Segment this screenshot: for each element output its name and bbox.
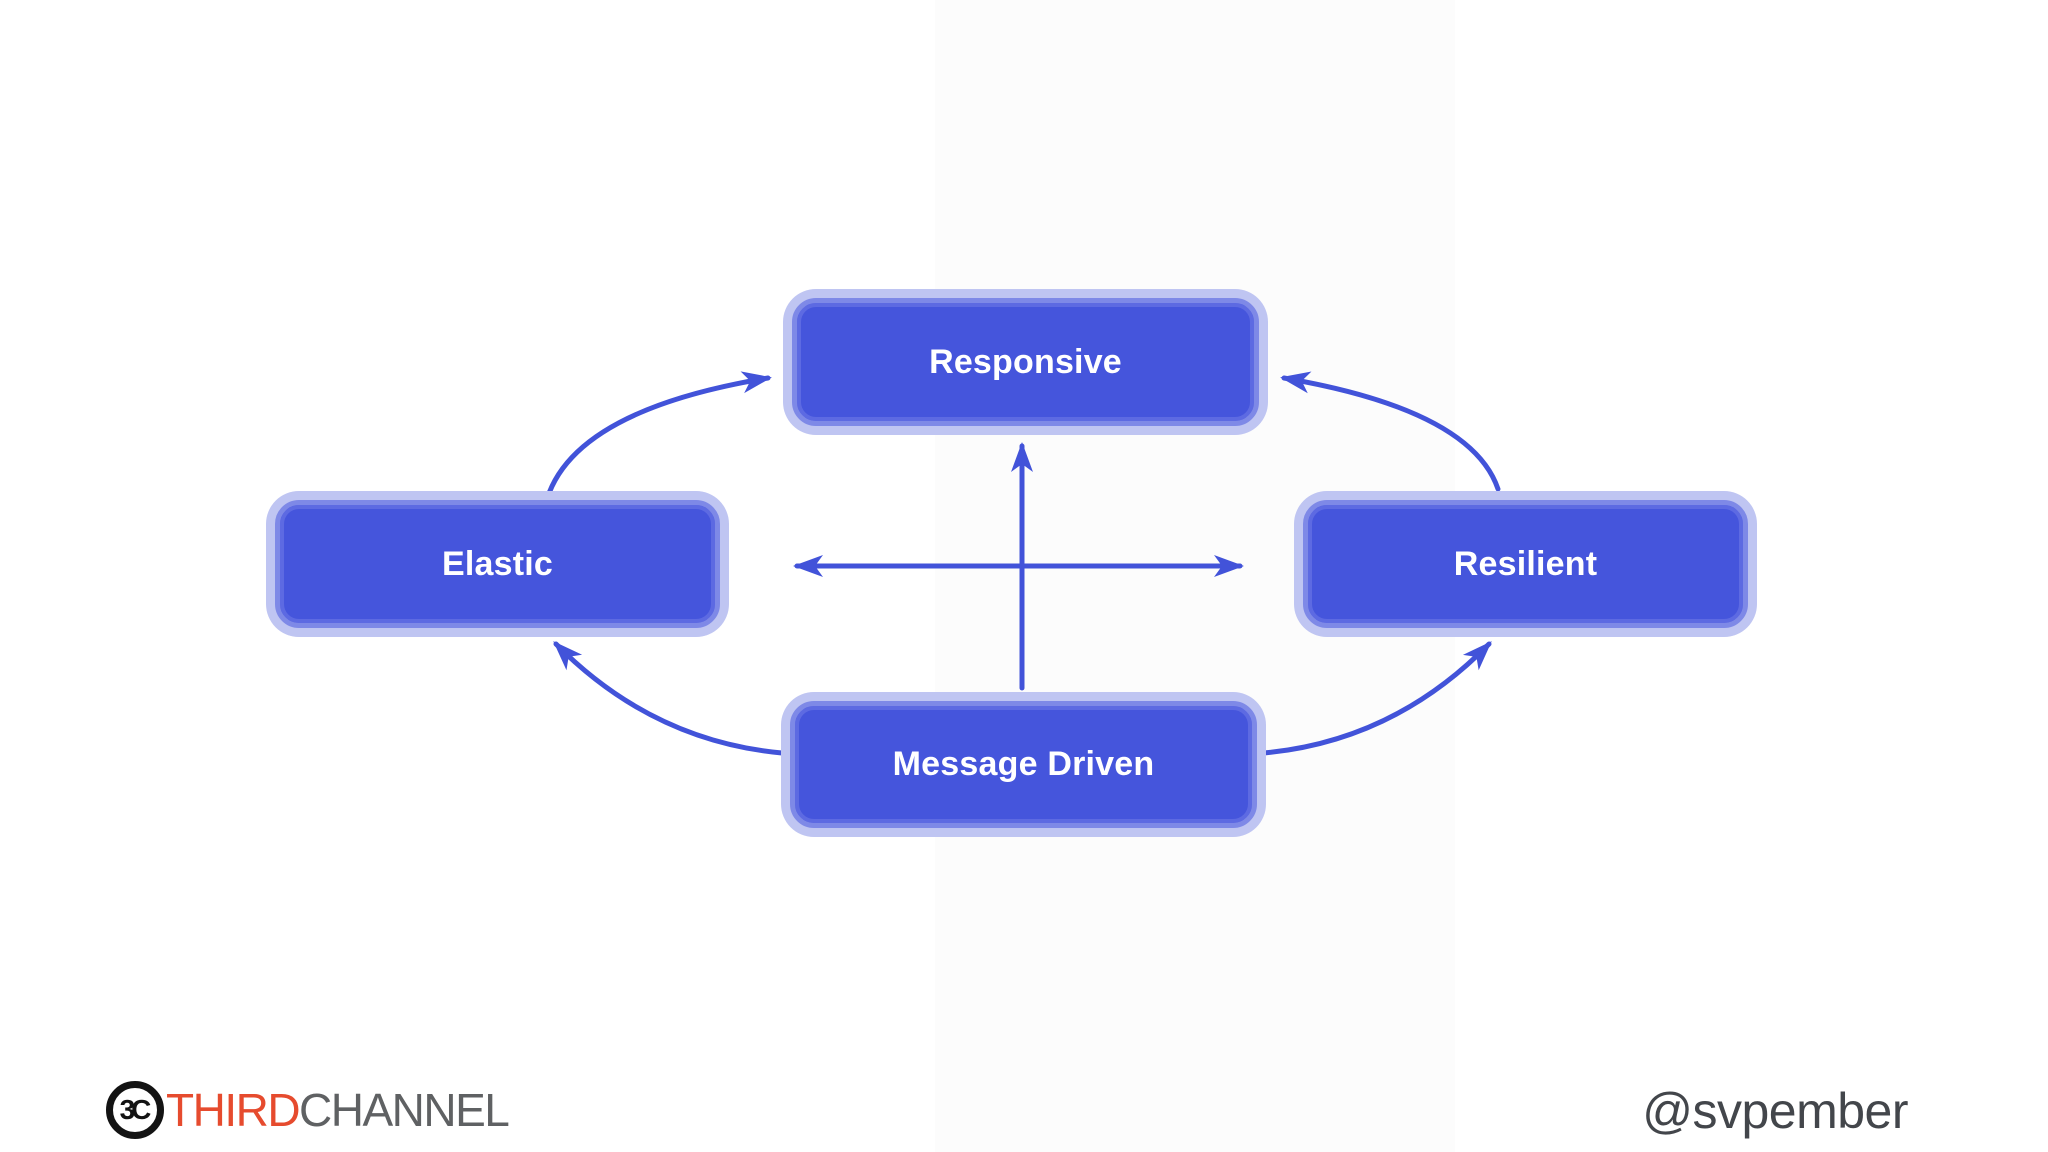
edge-resilient-to-responsive (1280, 371, 1501, 492)
node-message-driven-label: Message Driven (892, 745, 1155, 783)
node-elastic: Elastic (275, 500, 720, 628)
edge-elastic-to-responsive (544, 371, 772, 502)
node-message-driven: Message Driven (790, 701, 1257, 828)
node-elastic-label: Elastic (441, 544, 554, 583)
thirdchannel-logo-icon: 3C (106, 1081, 164, 1139)
author-handle: @svpember (1642, 1083, 1908, 1139)
brand-word-third: THIRD (166, 1084, 301, 1136)
node-responsive: Responsive (792, 298, 1259, 426)
brand-word-channel: CHANNEL (299, 1084, 510, 1136)
edge-message-driven-to-elastic (553, 641, 785, 756)
thirdchannel-brand: 3C THIRDCHANNEL (106, 1079, 510, 1141)
node-resilient-label: Resilient (1453, 544, 1598, 583)
node-resilient: Resilient (1303, 500, 1748, 628)
brand-wordmark: THIRDCHANNEL (166, 1083, 510, 1137)
logo-mark-text: 3C (119, 1094, 152, 1125)
node-responsive-label: Responsive (929, 342, 1122, 381)
edge-message-driven-to-resilient (1261, 641, 1492, 756)
